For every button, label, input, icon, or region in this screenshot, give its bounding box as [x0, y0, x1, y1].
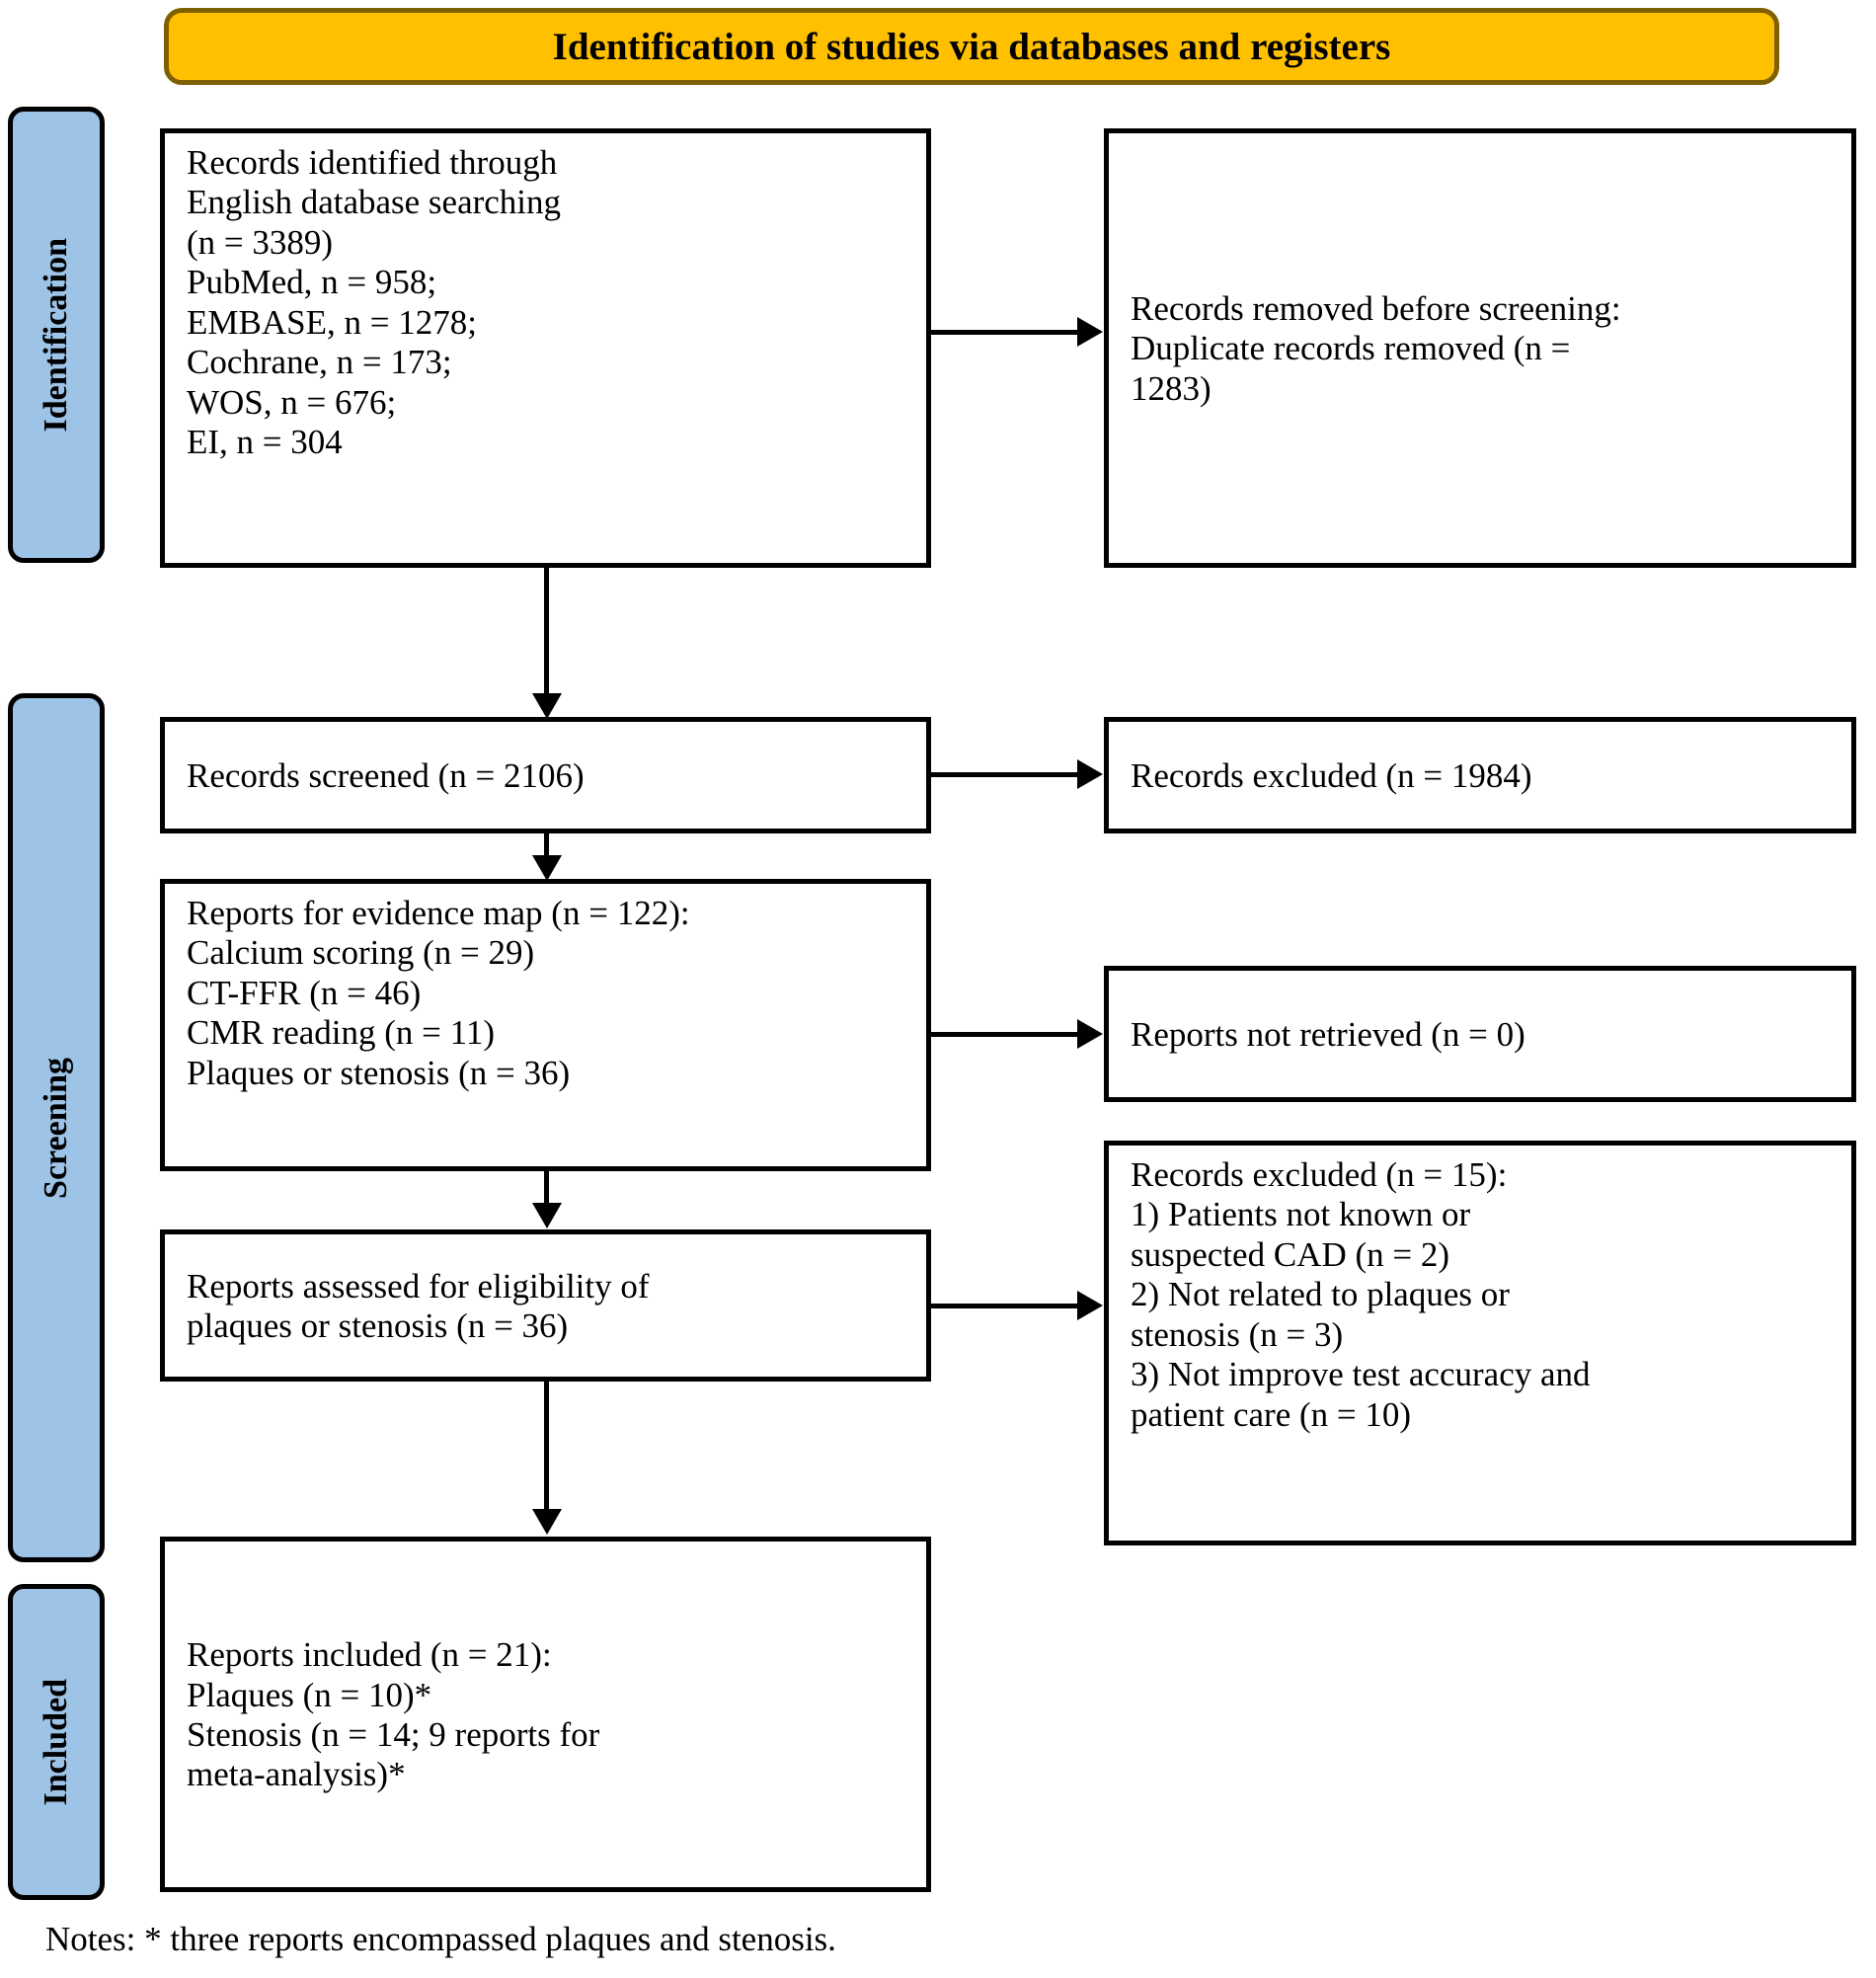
box-reports-assessed-eligibility-text: Reports assessed for eligibility of plaq…	[187, 1266, 650, 1345]
page-title: Identification of studies via databases …	[552, 25, 1391, 68]
arrow-assessed-to-included	[532, 1509, 562, 1535]
box-reports-evidence-map: Reports for evidence map (n = 122): Calc…	[160, 879, 931, 1171]
connector-evidencemap-to-assessed	[544, 1171, 549, 1209]
arrow-evidencemap-to-assessed	[532, 1203, 562, 1228]
box-records-excluded-eligibility-text: Records excluded (n = 15): 1) Patients n…	[1131, 1155, 1591, 1434]
box-records-excluded-eligibility: Records excluded (n = 15): 1) Patients n…	[1104, 1141, 1856, 1545]
box-records-removed-before-screening: Records removed before screening: Duplic…	[1104, 128, 1856, 568]
connector-identified-to-removed	[931, 330, 1079, 335]
box-reports-included: Reports included (n = 21): Plaques (n = …	[160, 1537, 931, 1892]
phase-identification: Identification	[8, 107, 105, 563]
phase-screening: Screening	[8, 693, 105, 1562]
box-records-identified: Records identified through English datab…	[160, 128, 931, 568]
box-records-screened: Records screened (n = 2106)	[160, 717, 931, 833]
connector-screened-to-evidencemap	[544, 833, 549, 863]
phase-included-label: Included	[38, 1678, 74, 1806]
diagram-footnote: Notes: * three reports encompassed plaqu…	[45, 1920, 836, 1959]
box-records-excluded-screening: Records excluded (n = 1984)	[1104, 717, 1856, 833]
diagram-title-banner: Identification of studies via databases …	[164, 8, 1779, 85]
phase-included: Included	[8, 1584, 105, 1900]
phase-identification-label: Identification	[38, 237, 74, 433]
box-reports-included-text: Reports included (n = 21): Plaques (n = …	[187, 1635, 600, 1794]
connector-assessed-to-excluded	[931, 1304, 1079, 1308]
arrow-identified-to-screened	[532, 693, 562, 719]
arrow-identified-to-removed	[1077, 317, 1103, 347]
arrow-screened-to-excluded	[1077, 759, 1103, 789]
box-records-identified-text: Records identified through English datab…	[187, 143, 562, 461]
phase-screening-label: Screening	[38, 1057, 74, 1199]
connector-evidencemap-to-notretrieved	[931, 1032, 1079, 1037]
diagram-footnote-text: Notes: * three reports encompassed plaqu…	[45, 1920, 836, 1958]
box-reports-not-retrieved: Reports not retrieved (n = 0)	[1104, 966, 1856, 1102]
box-reports-evidence-map-text: Reports for evidence map (n = 122): Calc…	[187, 894, 690, 1092]
box-records-removed-before-screening-text: Records removed before screening: Duplic…	[1131, 288, 1621, 408]
box-reports-assessed-eligibility: Reports assessed for eligibility of plaq…	[160, 1229, 931, 1382]
arrow-evidencemap-to-notretrieved	[1077, 1019, 1103, 1049]
connector-assessed-to-included	[544, 1382, 549, 1515]
box-records-screened-text: Records screened (n = 2106)	[187, 755, 585, 795]
arrow-assessed-to-excluded	[1077, 1291, 1103, 1320]
connector-screened-to-excluded	[931, 772, 1079, 777]
box-reports-not-retrieved-text: Reports not retrieved (n = 0)	[1131, 1014, 1525, 1054]
box-records-excluded-screening-text: Records excluded (n = 1984)	[1131, 755, 1532, 795]
arrow-screened-to-evidencemap	[532, 855, 562, 881]
connector-identified-to-screened	[544, 568, 549, 698]
